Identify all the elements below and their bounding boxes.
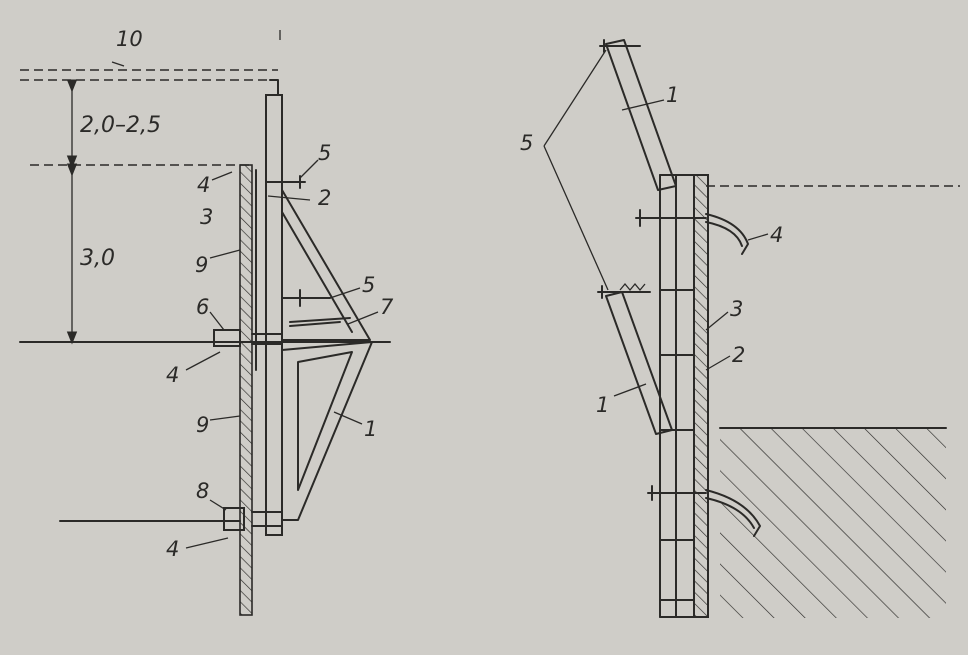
- label-4-middle: 4: [166, 363, 179, 387]
- bolt-middle: [647, 485, 707, 501]
- label-9-upper: 9: [195, 253, 208, 277]
- label-10: 10: [116, 27, 143, 51]
- label-3: 3: [730, 297, 743, 321]
- label-4-bottom: 4: [166, 537, 179, 561]
- label-7: 7: [380, 295, 394, 319]
- wall-panel-9: [239, 164, 253, 616]
- lower-brace-1: [605, 291, 673, 435]
- ceiling-level-corner: [269, 79, 279, 96]
- bolt-5-lower: [281, 289, 331, 307]
- wedge-7: [289, 317, 351, 327]
- label-5: 5: [520, 131, 533, 155]
- label-5-lower: 5: [362, 273, 375, 297]
- label-4-top: 4: [197, 173, 210, 197]
- left-view: 2,0–2,5 3,0 10 5 2 4 3 9 5 7 6 4 9 1 8 4: [19, 27, 394, 616]
- label-5-upper: 5: [318, 141, 331, 165]
- vertical-post-2: [265, 94, 283, 536]
- label-6: 6: [196, 295, 209, 319]
- bolt-upper: [635, 209, 707, 227]
- label-9-lower: 9: [196, 413, 209, 437]
- shield-3: [675, 174, 695, 618]
- ceiling-level-line-10: [20, 69, 278, 81]
- dimension-top: 2,0–2,5: [80, 113, 161, 138]
- right-view: 5 1 4 3 2 1: [520, 39, 960, 618]
- ground-fill: [720, 428, 946, 618]
- label-1-upper: 1: [666, 83, 679, 107]
- lower-bracket-1: [281, 341, 373, 521]
- label-8: 8: [196, 479, 209, 503]
- label-2: 2: [318, 186, 331, 210]
- tie-hook-lower: [705, 489, 761, 537]
- tie-hook-4-upper: [705, 213, 749, 255]
- anchor-6: [213, 329, 241, 347]
- upper-brace-1: [605, 39, 677, 191]
- label-1-lower: 1: [596, 393, 609, 417]
- sheathing-2: [693, 174, 709, 618]
- bolt-lower-brace: [597, 285, 651, 299]
- upper-bracket: [281, 189, 371, 341]
- label-4: 4: [770, 223, 783, 247]
- bolt-5-upper: [265, 175, 306, 189]
- dimension-bottom: 3,0: [80, 246, 115, 271]
- label-1: 1: [364, 417, 377, 441]
- anchor-8: [223, 507, 245, 531]
- label-2: 2: [732, 343, 745, 367]
- label-3: 3: [200, 205, 213, 229]
- bolt-top: [599, 39, 641, 53]
